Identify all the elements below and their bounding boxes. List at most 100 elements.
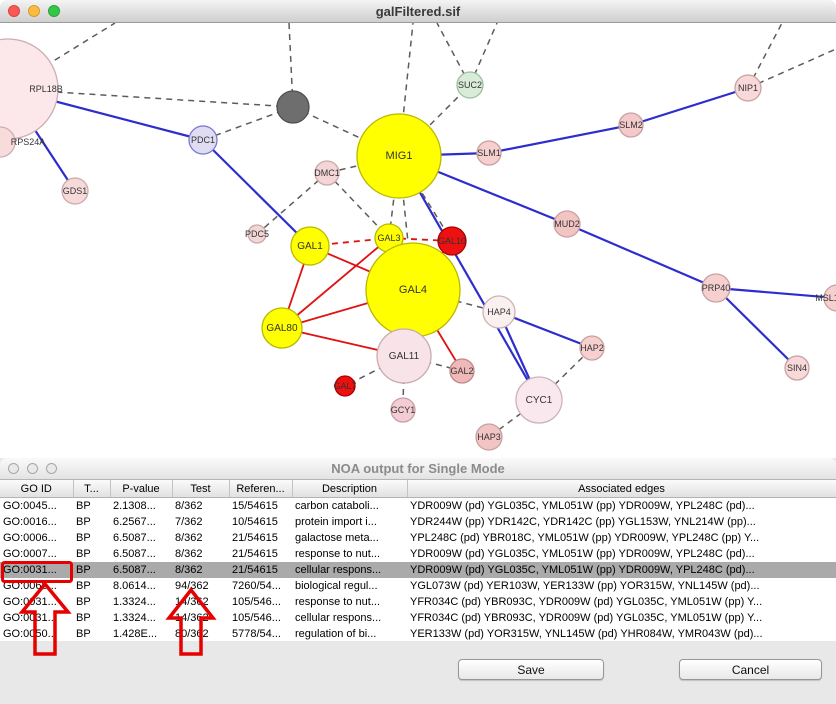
svg-text:GCY1: GCY1 xyxy=(391,405,416,415)
svg-text:MIG1: MIG1 xyxy=(386,150,413,162)
column-header-go-id[interactable]: GO ID xyxy=(0,480,74,498)
table-cell: YDR009W (pd) YGL035C, YML051W (pp) YDR00… xyxy=(407,497,836,514)
network-window-titlebar[interactable]: galFiltered.sif xyxy=(0,0,836,23)
svg-text:SLM1: SLM1 xyxy=(477,148,501,158)
graph-node-gal80[interactable]: GAL80 xyxy=(261,307,303,349)
table-cell: YPL248C (pd) YBR018C, YML051W (pp) YDR00… xyxy=(407,530,836,546)
table-cell: 15/54615 xyxy=(229,497,292,514)
graph-node-gcy1[interactable]: GCY1 xyxy=(390,397,416,423)
graph-node-hap4[interactable]: HAP4 xyxy=(482,295,516,329)
graph-node-rpl18b[interactable]: RPL18B xyxy=(0,38,63,140)
graph-node-gal10[interactable]: GAL10 xyxy=(437,226,467,256)
table-cell: BP xyxy=(73,514,110,530)
svg-text:RPS24A: RPS24A xyxy=(11,137,46,147)
graph-node-sin4[interactable]: SIN4 xyxy=(784,355,810,381)
graph-node-cyc1[interactable]: CYC1 xyxy=(515,376,563,424)
table-cell: YDR244W (pp) YDR142C, YDR142C (pp) YGL15… xyxy=(407,514,836,530)
table-cell: GO:0050... xyxy=(0,626,73,641)
close-button[interactable] xyxy=(8,5,20,17)
graph-node-slm2[interactable]: SLM2 xyxy=(618,112,644,138)
graph-edge[interactable] xyxy=(292,106,400,157)
graph-node-unlabeled[interactable] xyxy=(276,90,310,124)
column-header-t[interactable]: T... xyxy=(73,480,111,498)
table-cell: protein import i... xyxy=(292,514,407,530)
graph-node-mud2[interactable]: MUD2 xyxy=(553,210,581,238)
column-header-associated-edges[interactable]: Associated edges xyxy=(407,480,836,498)
cancel-button[interactable]: Cancel xyxy=(679,659,822,680)
graph-node-prp40[interactable]: PRP40 xyxy=(701,273,731,303)
graph-edge[interactable] xyxy=(715,286,836,300)
table-cell: 7/362 xyxy=(172,514,229,530)
table-cell: BP xyxy=(73,610,110,626)
table-cell: regulation of bi... xyxy=(292,626,407,641)
graph-node-nip1[interactable]: NIP1 xyxy=(734,74,762,102)
table-cell: GO:0045... xyxy=(0,497,73,514)
table-cell: BP xyxy=(73,594,110,610)
column-header-description[interactable]: Description xyxy=(292,480,408,498)
graph-node-gal4[interactable]: GAL4 xyxy=(365,242,461,338)
svg-text:SLM2: SLM2 xyxy=(619,120,643,130)
save-button[interactable]: Save xyxy=(458,659,604,680)
table-cell: response to nut... xyxy=(292,594,407,610)
close-button[interactable] xyxy=(8,463,19,474)
graph-node-gal3[interactable]: GAL3 xyxy=(374,223,404,253)
table-cell: 21/54615 xyxy=(229,546,292,562)
table-cell: 1.428E... xyxy=(110,626,172,641)
minimize-button[interactable] xyxy=(28,5,40,17)
graph-edge[interactable] xyxy=(747,48,836,89)
graph-node-slm1[interactable]: SLM1 xyxy=(476,140,502,166)
graph-node-pdc5[interactable]: PDC5 xyxy=(245,224,269,244)
graph-node-msl1[interactable]: MSL1 xyxy=(815,284,836,312)
graph-edge[interactable] xyxy=(326,172,390,239)
graph-node-pdc1[interactable]: PDC1 xyxy=(188,125,218,155)
column-header-referen[interactable]: Referen... xyxy=(229,480,293,498)
graph-node-gal1[interactable]: GAL1 xyxy=(290,226,330,266)
svg-text:GAL7: GAL7 xyxy=(333,381,356,391)
graph-node-gds1[interactable]: GDS1 xyxy=(61,177,89,205)
table-cell: 8/362 xyxy=(172,530,229,546)
zoom-button[interactable] xyxy=(46,463,57,474)
graph-edge[interactable] xyxy=(7,88,294,108)
graph-node-hap3[interactable]: HAP3 xyxy=(475,423,503,451)
graph-node-dmc1[interactable]: DMC1 xyxy=(314,160,340,186)
graph-edge[interactable] xyxy=(566,222,717,290)
graph-node-rps24a[interactable]: RPS24A xyxy=(0,126,46,158)
minimize-button[interactable] xyxy=(27,463,38,474)
svg-text:DMC1: DMC1 xyxy=(314,168,340,178)
graph-node-gal7[interactable]: GAL7 xyxy=(333,375,357,397)
graph-edge[interactable] xyxy=(202,139,311,247)
network-window-title: galFiltered.sif xyxy=(375,3,461,19)
graph-edge[interactable] xyxy=(488,123,632,155)
graph-edge[interactable] xyxy=(715,287,798,369)
graph-edge[interactable] xyxy=(7,23,116,90)
table-cell: GO:0006... xyxy=(0,530,73,546)
graph-node-gal2[interactable]: GAL2 xyxy=(449,358,475,384)
column-header-p-value[interactable]: P-value xyxy=(110,480,173,498)
graph-edge[interactable] xyxy=(398,155,540,401)
zoom-button[interactable] xyxy=(48,5,60,17)
graph-edge[interactable] xyxy=(281,237,390,329)
table-cell: 10/54615 xyxy=(229,514,292,530)
graph-node-hap2[interactable]: HAP2 xyxy=(579,335,605,361)
graph-node-gal11[interactable]: GAL11 xyxy=(376,328,432,384)
table-cell: BP xyxy=(73,578,110,594)
graph-node-mig1[interactable]: MIG1 xyxy=(356,113,442,199)
noa-window-title: NOA output for Single Mode xyxy=(331,461,505,476)
graph-node-suc2[interactable]: SUC2 xyxy=(456,71,484,99)
graph-edge[interactable] xyxy=(256,172,328,235)
noa-window-titlebar[interactable]: NOA output for Single Mode xyxy=(0,458,836,480)
graph-edge[interactable] xyxy=(630,86,749,127)
column-header-test[interactable]: Test xyxy=(172,480,230,498)
